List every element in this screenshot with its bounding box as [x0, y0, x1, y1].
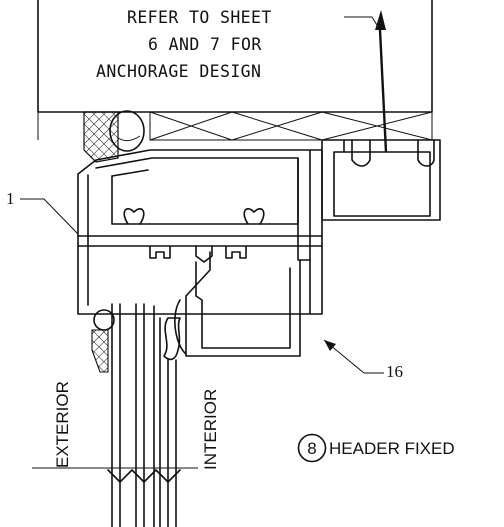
- glazing-pocket: [174, 251, 301, 357]
- detail-number-circle: [297, 433, 327, 463]
- exterior-gasket: [91, 309, 181, 373]
- glass-panel: [32, 303, 198, 527]
- anchorage-note: REFER TO SHEET 6 AND 7 FOR ANCHORAGE DES…: [96, 8, 381, 81]
- note-line-3: ANCHORAGE DESIGN: [96, 62, 261, 81]
- sealant-joint: [83, 110, 145, 163]
- part-number-16: 16: [386, 362, 403, 381]
- backer-rod: [109, 110, 145, 152]
- part-label-16: 16: [323, 339, 403, 381]
- part-number-1: 1: [6, 189, 15, 208]
- detail-callout: 8 HEADER FIXED: [297, 433, 455, 463]
- note-line-1: REFER TO SHEET: [127, 8, 272, 27]
- shim-space: [149, 111, 433, 141]
- part-label-1: 1: [6, 189, 79, 235]
- anchor-fastener: [375, 10, 388, 153]
- header-frame-profile: [77, 149, 323, 315]
- detail-number: 8: [307, 439, 316, 458]
- interior-label: INTERIOR: [201, 389, 220, 470]
- exterior-label: EXTERIOR: [53, 381, 72, 468]
- note-line-2: 6 AND 7 FOR: [148, 35, 262, 54]
- detail-title: HEADER FIXED: [329, 439, 455, 458]
- subhead-receptor: [321, 139, 441, 221]
